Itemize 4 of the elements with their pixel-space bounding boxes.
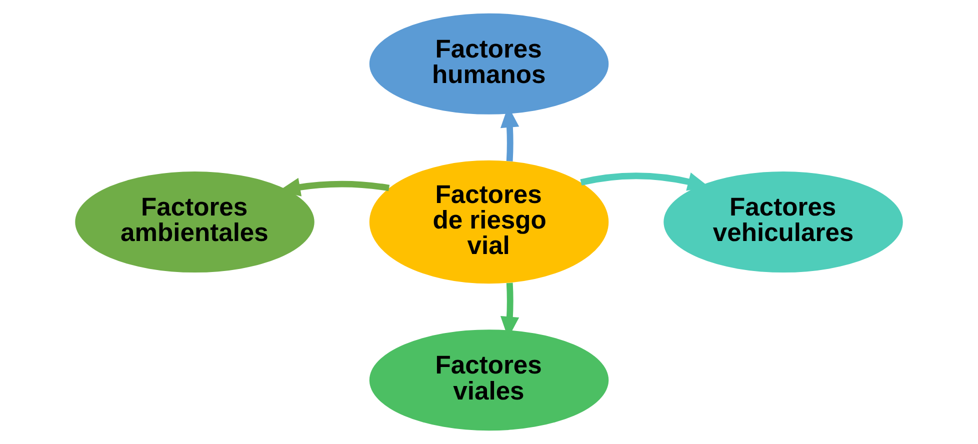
node-ellipse: Factores de riesgo vial xyxy=(369,160,609,284)
node-ellipse: Factores viales xyxy=(369,330,609,431)
node-ellipse: Factores ambientales xyxy=(75,171,314,273)
node-ellipse: Factores humanos xyxy=(369,13,609,114)
